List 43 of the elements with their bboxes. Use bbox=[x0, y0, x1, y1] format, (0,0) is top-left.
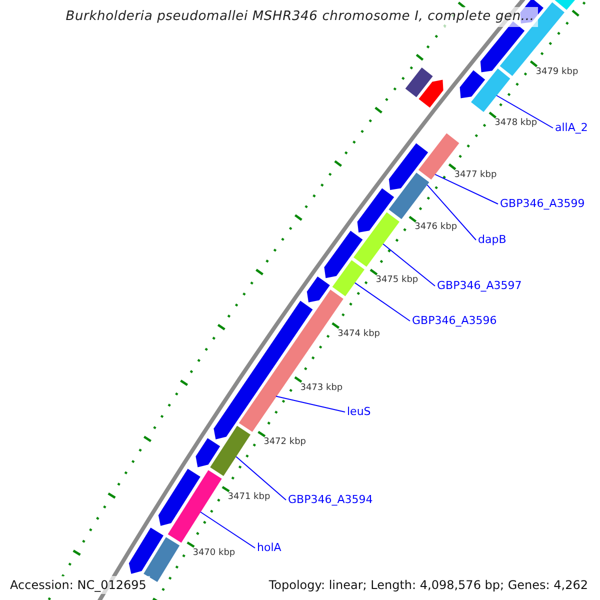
scale-label: 3474 kbp bbox=[338, 330, 380, 339]
gene-label: GBP346_A3594 bbox=[288, 494, 373, 505]
gene-block bbox=[388, 143, 428, 190]
scale-label: 3473 kbp bbox=[300, 384, 343, 393]
gene-block bbox=[196, 438, 220, 468]
gene-label: GBP346_A3599 bbox=[500, 198, 585, 209]
gene-bar bbox=[405, 68, 433, 98]
leader-line bbox=[434, 174, 498, 204]
leader-line bbox=[200, 512, 256, 548]
gene-label: GBP346_A3596 bbox=[412, 315, 497, 326]
gene-block bbox=[357, 188, 394, 232]
gene-label: leuS bbox=[347, 406, 371, 417]
gene-label: holA bbox=[257, 542, 282, 553]
leader-line bbox=[496, 95, 554, 128]
gene-label: allA_2 bbox=[555, 122, 588, 133]
gene-bar bbox=[332, 260, 364, 296]
scale-label: 3478 kbp bbox=[494, 119, 538, 128]
scale-label: 3479 kbp bbox=[536, 68, 578, 77]
gene-block bbox=[324, 230, 363, 278]
gene-bar bbox=[144, 537, 180, 582]
leader-line bbox=[276, 396, 346, 412]
gene-bar bbox=[168, 470, 222, 543]
gene-bar bbox=[354, 212, 400, 267]
scale-label: 3472 kbp bbox=[264, 438, 306, 448]
gene-block bbox=[158, 468, 200, 526]
scale-label: 3470 kbp bbox=[192, 548, 236, 558]
gene-bar bbox=[210, 426, 250, 476]
leader-line bbox=[426, 184, 476, 240]
gene-block bbox=[128, 528, 164, 574]
gene-label: GBP346_A3597 bbox=[437, 280, 522, 291]
gene-block bbox=[306, 276, 330, 302]
leader-line bbox=[236, 456, 286, 500]
gene-bar bbox=[388, 172, 430, 220]
scale-label: 3476 kbp bbox=[414, 223, 458, 232]
scale-label: 3477 kbp bbox=[454, 170, 497, 180]
gene-block bbox=[460, 70, 486, 98]
scale-label: 3475 kbp bbox=[376, 276, 418, 286]
leader-line bbox=[382, 244, 436, 286]
gene-block bbox=[418, 80, 444, 108]
gene-label: dapB bbox=[478, 234, 506, 245]
leader-line bbox=[354, 282, 410, 322]
gene-bar bbox=[471, 68, 510, 112]
scale-label: 3471 kbp bbox=[228, 493, 270, 502]
